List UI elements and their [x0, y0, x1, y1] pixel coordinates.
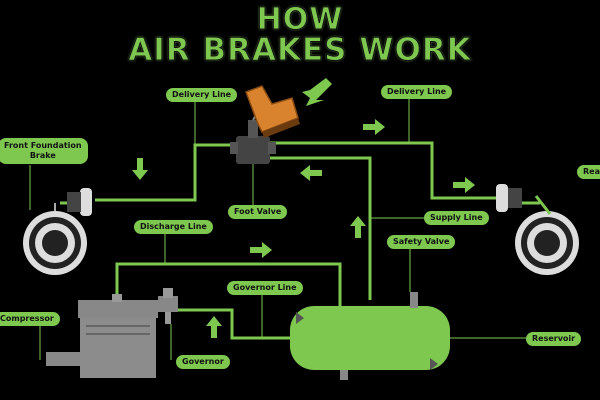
label-connectors [29, 98, 530, 360]
label-compressor: Compressor [0, 312, 60, 326]
label-governor-line: Governor Line [227, 281, 303, 295]
label-front-foundation-brake-line1: Front Foundation [4, 141, 82, 150]
reservoir [290, 292, 450, 380]
arrow-icon [453, 177, 475, 193]
arrow-icon [302, 78, 332, 106]
arrow-icon [363, 119, 385, 135]
arrow-icon [300, 165, 322, 181]
discharge-line-pipe [115, 262, 342, 310]
label-delivery-line-left: Delivery Line [166, 88, 238, 102]
rear-brake [496, 184, 579, 275]
boot-icon [245, 85, 300, 138]
governor [158, 288, 178, 324]
title-line-2: AIR BRAKES WORK [128, 32, 472, 69]
label-reservoir: Reservoir [526, 332, 582, 346]
supply-line-pipe [270, 156, 372, 300]
label-delivery-line-right: Delivery Line [381, 85, 453, 99]
label-supply-line: Supply Line [424, 211, 489, 225]
delivery-line-right-pipe [270, 141, 498, 200]
front-foundation-brake [23, 188, 92, 275]
label-foot-valve: Foot Valve [228, 205, 288, 219]
arrow-icon [350, 216, 366, 238]
label-rear: Rear [577, 165, 600, 179]
label-front-foundation-brake-line2: Brake [29, 151, 56, 160]
label-safety-valve: Safety Valve [387, 235, 456, 249]
arrow-icon [206, 316, 222, 338]
arrow-icon [132, 158, 148, 180]
pipes [60, 141, 540, 340]
governor-line-pipe [172, 308, 290, 340]
label-discharge-line: Discharge Line [134, 220, 213, 234]
arrow-icon [250, 242, 272, 258]
label-front-foundation-brake: Front Foundation Brake [0, 138, 88, 164]
flow-arrows [132, 119, 475, 338]
title-line-1: HOW [256, 2, 344, 38]
compressor [46, 294, 158, 378]
delivery-line-left-pipe [95, 143, 243, 202]
label-governor: Governor [176, 355, 230, 369]
